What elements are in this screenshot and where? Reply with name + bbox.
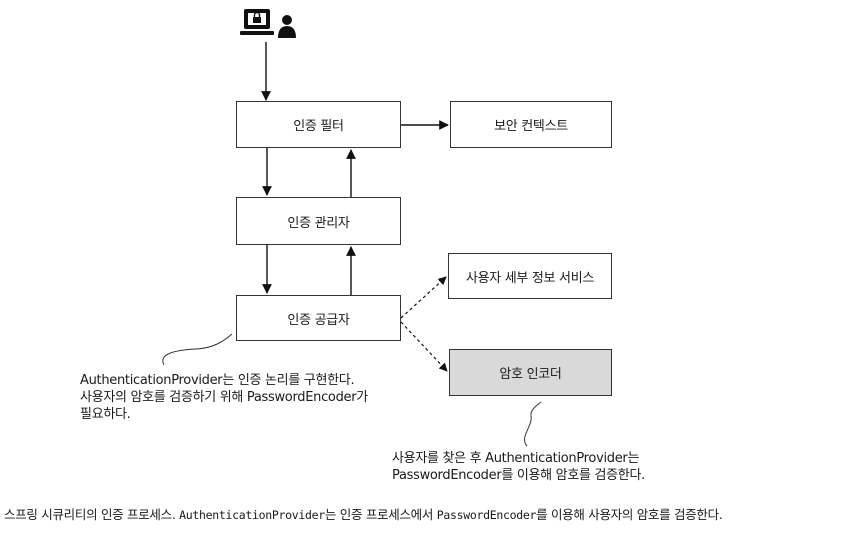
security-context-box: 보안 컨텍스트 <box>450 101 612 148</box>
provider-note-line-2: 사용자의 암호를 검증하기 위해 PasswordEncoder가 <box>80 390 368 405</box>
auth-manager-label: 인증 관리자 <box>287 215 350 231</box>
caption-text-2: 는 인증 프로세스에서 <box>324 507 437 522</box>
note-leader-encoder <box>524 401 542 447</box>
laptop-lock-user-icon <box>240 9 296 38</box>
auth-provider-box: 인증 공급자 <box>236 295 401 341</box>
arrow-provider-to-encoder <box>400 321 448 372</box>
provider-note: AuthenticationProvider는 인증 논리를 구현한다. 사용자… <box>80 372 368 423</box>
auth-provider-label: 인증 공급자 <box>287 312 350 328</box>
arrow-provider-to-userdetails <box>400 276 447 319</box>
caption-code-2: PasswordEncoder <box>436 508 537 522</box>
provider-note-line-1: AuthenticationProvider는 인증 논리를 구현한다. <box>80 373 355 388</box>
password-encoder-box: 암호 인코더 <box>449 349 612 396</box>
encoder-note-line-1: 사용자를 찾은 후 AuthenticationProvider는 <box>392 451 640 466</box>
auth-filter-box: 인증 필터 <box>236 101 401 148</box>
user-details-service-label: 사용자 세부 정보 서비스 <box>465 270 595 286</box>
caption-code-1: AuthenticationProvider <box>179 508 325 522</box>
caption-text-1: 스프링 시큐리티의 인증 프로세스. <box>4 507 180 522</box>
user-details-service-box: 사용자 세부 정보 서비스 <box>448 253 612 299</box>
figure-caption: 스프링 시큐리티의 인증 프로세스. AuthenticationProvide… <box>4 502 840 528</box>
password-encoder-label: 암호 인코더 <box>499 367 562 382</box>
encoder-note-line-2: PasswordEncoder를 이용해 암호를 검증한다. <box>392 468 645 483</box>
auth-filter-label: 인증 필터 <box>293 119 344 134</box>
provider-note-line-3: 필요하다. <box>80 407 131 422</box>
caption-text-3: 를 이용해 사용자의 암호를 검증한다. <box>536 507 723 522</box>
security-context-label: 보안 컨텍스트 <box>494 119 568 134</box>
note-leader-provider <box>162 333 233 366</box>
auth-manager-box: 인증 관리자 <box>236 197 401 245</box>
encoder-note: 사용자를 찾은 후 AuthenticationProvider는 Passwo… <box>392 450 645 484</box>
